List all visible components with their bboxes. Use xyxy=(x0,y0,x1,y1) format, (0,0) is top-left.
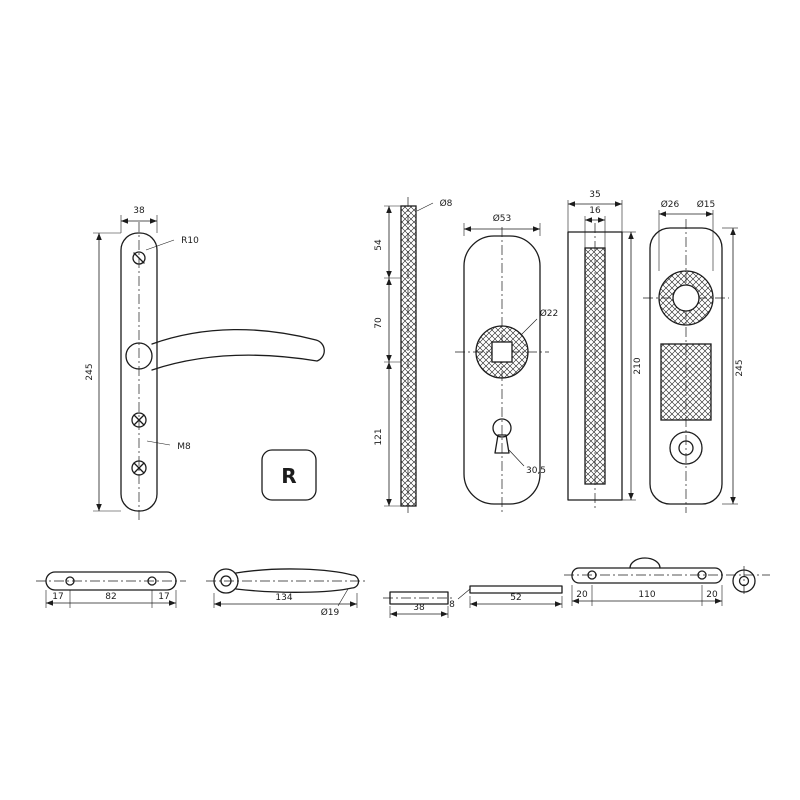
dim-label: 20 xyxy=(576,590,588,600)
dim-label: 245 xyxy=(85,363,95,380)
screw-hole xyxy=(132,251,146,265)
dim-label: 20 xyxy=(706,590,718,600)
plan-left-plate: 17 82 17 xyxy=(36,571,186,608)
leader-line xyxy=(416,202,434,212)
section-view-plate-edge: Ø8 54 70 121 xyxy=(374,197,453,515)
side-view-lever-handle: R10 M8 245 38 R xyxy=(85,206,325,522)
screw-cross xyxy=(133,414,145,426)
leader-line xyxy=(508,449,525,467)
dim-label: 70 xyxy=(374,317,384,329)
dim-label: Ø15 xyxy=(697,199,716,210)
plan-square-profile: 38 xyxy=(383,591,455,618)
hub-bump xyxy=(629,557,661,569)
dim-label: Ø22 xyxy=(540,308,559,319)
section-bar xyxy=(400,205,417,507)
dim-label: 8 xyxy=(449,600,455,610)
plan-lever: 134 Ø19 xyxy=(206,568,368,618)
spindle-square-hole xyxy=(491,341,513,363)
dim-label: 110 xyxy=(638,590,655,600)
screw-hole xyxy=(131,460,147,476)
front-view-narrow-plate: 16 35 210 xyxy=(567,190,643,509)
screw-hole xyxy=(147,576,157,586)
dim-label: Ø8 xyxy=(440,198,453,209)
dim-label: 38 xyxy=(133,206,145,216)
lower-boss xyxy=(669,431,703,465)
mid-section-band xyxy=(660,343,712,421)
screw-hole xyxy=(697,570,707,580)
dim-label: 54 xyxy=(374,239,384,251)
screw-hole xyxy=(131,412,147,428)
leader-line xyxy=(146,440,171,446)
leader-line xyxy=(337,588,349,607)
plan-right-plate: 20 110 20 xyxy=(564,557,770,606)
front-view-rosette: Ø53 Ø22 30,5 xyxy=(455,213,558,513)
dim-label: 82 xyxy=(105,592,116,602)
dim-label: 30,5 xyxy=(526,466,546,476)
dim-label: Ø53 xyxy=(493,213,512,224)
lever-hub xyxy=(125,342,153,370)
detail-callout-box xyxy=(261,449,317,501)
grip-profile xyxy=(235,568,360,593)
dim-label: 134 xyxy=(275,593,292,603)
detail-letter: R xyxy=(281,464,296,488)
dim-label: 52 xyxy=(510,593,521,603)
screw-slot xyxy=(133,252,145,264)
lever-arm xyxy=(151,328,325,371)
dim-label: 38 xyxy=(413,603,425,613)
dim-label: 121 xyxy=(374,428,384,445)
leader-line xyxy=(520,318,538,336)
leader-line xyxy=(457,588,471,600)
dim-label: 210 xyxy=(633,357,643,374)
front-view-hub-plate: Ø26 Ø15 245 xyxy=(643,199,745,513)
keyhole-slot xyxy=(494,434,510,454)
dim-label: 245 xyxy=(735,359,745,376)
hub-bore xyxy=(672,284,700,312)
lower-bore xyxy=(678,440,694,456)
plan-views-row: 17 82 17 134 Ø19 38 xyxy=(36,557,770,618)
leader-line xyxy=(145,239,175,251)
dim-label: R10 xyxy=(181,236,199,246)
dim-label: 17 xyxy=(158,592,169,602)
dim-label: 17 xyxy=(52,592,63,602)
screw-hole xyxy=(65,576,75,586)
screw-hole xyxy=(587,570,597,580)
strip-profile xyxy=(469,585,563,594)
dim-label: M8 xyxy=(177,442,191,452)
dim-label: 35 xyxy=(589,190,600,200)
plan-thin-strip: 52 8 xyxy=(449,585,563,610)
dim-label: Ø26 xyxy=(661,199,680,210)
dim-label: Ø19 xyxy=(321,607,340,618)
keyhole-circle xyxy=(492,418,512,438)
dim-label: 16 xyxy=(589,206,601,216)
plate-profile xyxy=(571,567,723,584)
screw-cross xyxy=(133,462,145,474)
